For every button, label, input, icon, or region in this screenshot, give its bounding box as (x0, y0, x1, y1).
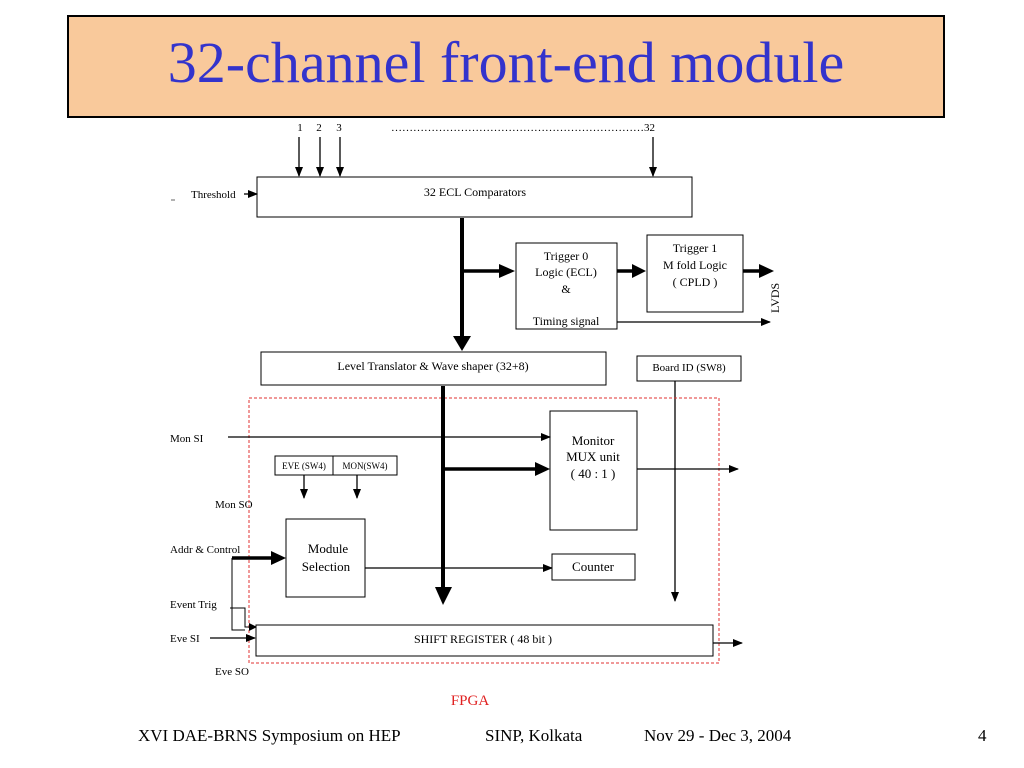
trigger0-line3: & (561, 282, 571, 296)
comparators-label: 32 ECL Comparators (424, 185, 527, 199)
translator-bus-arrowhead (435, 587, 452, 605)
board-id-label: Board ID (SW8) (652, 362, 726, 374)
slide-number: 4 (978, 726, 987, 745)
fpga-region (248, 397, 720, 664)
trigger0-to-trigger1-arrowhead (632, 264, 646, 278)
addr-control-arrowhead (271, 551, 286, 565)
slide-title: 32-channel front-end module (167, 30, 845, 95)
threshold-label: Threshold (191, 189, 236, 201)
footer-venue: SINP, Kolkata (485, 726, 583, 745)
monitor-mux-block (549, 410, 638, 531)
addr-control-branch (231, 558, 245, 631)
eve-si-label: Eve SI (170, 633, 200, 645)
lvds-label: LVDS (768, 283, 782, 313)
channel-32-label: ……………………………………………………………32 (391, 122, 655, 134)
mon-so-label: Mon SO (215, 499, 253, 511)
comparator-bus-arrowhead (453, 336, 471, 351)
counter-block (551, 553, 636, 581)
trigger1-line3: ( CPLD ) (673, 275, 718, 289)
footer-dates: Nov 29 - Dec 3, 2004 (644, 726, 792, 745)
monitor-mux-line3: ( 40 : 1 ) (571, 466, 616, 481)
board-id-block (636, 355, 742, 382)
lvds-output-arrowhead (759, 264, 774, 278)
footer-event: XVI DAE-BRNS Symposium on HEP (138, 726, 401, 745)
level-translator-block (260, 351, 607, 386)
counter-label: Counter (572, 559, 615, 574)
trigger1-line2: M fold Logic (663, 258, 727, 272)
mon-switch-block (332, 455, 398, 476)
trigger0-line1: Trigger 0 (544, 249, 589, 263)
channel-2-label: 2 (316, 122, 322, 134)
bus-to-trigger0-arrowhead (499, 264, 515, 278)
comparators-block (256, 176, 693, 218)
shift-register-block (255, 624, 714, 657)
shift-register-label: SHIFT REGISTER ( 48 bit ) (414, 632, 552, 646)
event-trig-arrowhead (249, 623, 257, 631)
trigger1-line1: Trigger 1 (673, 241, 718, 255)
trigger0-block (515, 242, 618, 330)
trigger1-block (646, 234, 744, 313)
mon-si-label: Mon SI (170, 433, 204, 445)
monitor-mux-line1: Monitor (572, 433, 615, 448)
module-selection-line2: Selection (302, 559, 351, 574)
channel-3-label: 3 (336, 122, 342, 134)
title-box: 32-channel front-end module (67, 15, 945, 118)
trigger0-line5: Timing signal (533, 314, 600, 328)
channel-1-label: 1 (297, 122, 303, 134)
level-translator-label: Level Translator & Wave shaper (32+8) (337, 359, 528, 373)
event-trig-label: Event Trig (170, 599, 217, 611)
trigger0-line2: Logic (ECL) (535, 265, 597, 279)
mon-switch-label: MON(SW4) (343, 461, 388, 471)
monitor-mux-line2: MUX unit (566, 449, 620, 464)
fpga-label: FPGA (451, 693, 490, 709)
addr-control-label: Addr & Control (170, 544, 240, 556)
eve-so-label: Eve SO (215, 666, 249, 678)
module-selection-block (285, 518, 366, 598)
module-selection-line1: Module (308, 541, 349, 556)
bus-to-monitor-mux-arrowhead (535, 462, 550, 476)
eve-switch-label: EVE (SW4) (282, 461, 326, 471)
